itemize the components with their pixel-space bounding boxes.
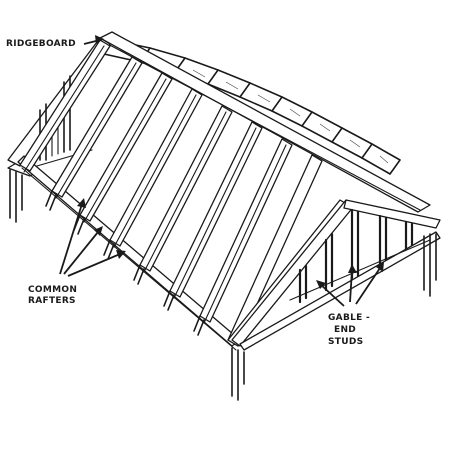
right-gable-end xyxy=(231,199,441,351)
far-rafters xyxy=(103,39,401,175)
common-rafters-arrows xyxy=(59,198,126,277)
gable-end-studs-label-line3: STUDS xyxy=(328,337,363,347)
ridgeboard-arrow xyxy=(83,35,104,45)
ridgeboard xyxy=(99,31,431,213)
common-rafters-label-line2: RAFTERS xyxy=(28,296,76,306)
gable-end-studs-arrows xyxy=(316,262,384,307)
top-plate xyxy=(17,155,241,351)
common-rafters-label-line1: COMMON xyxy=(28,285,77,295)
ridgeboard-label: RIDGEBOARD xyxy=(6,39,76,49)
gable-end-studs-label-line2: END xyxy=(334,325,356,335)
wall-posts xyxy=(231,233,437,401)
gable-end-studs-label-line1: GABLE - xyxy=(328,313,370,323)
